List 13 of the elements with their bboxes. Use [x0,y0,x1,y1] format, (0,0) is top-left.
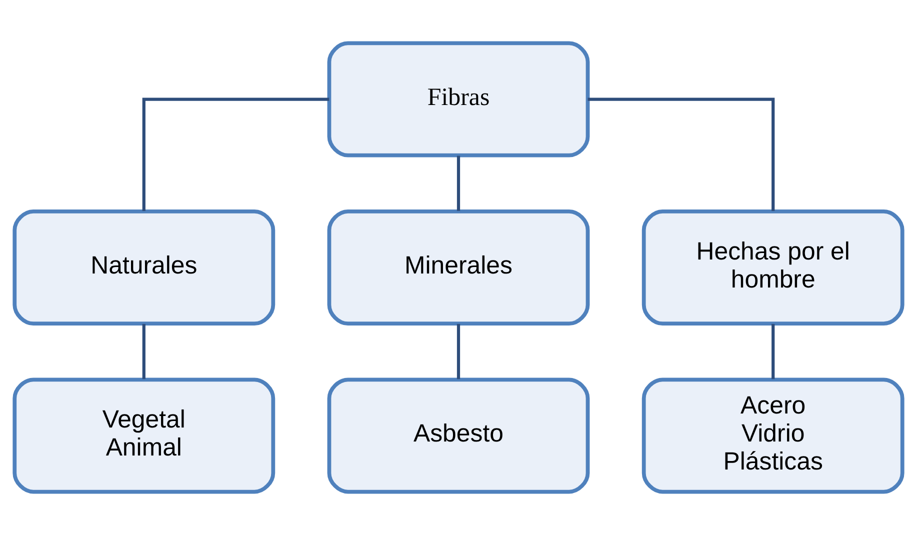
connector [142,98,330,212]
node-box: Hechas por el hombre [642,209,904,326]
node-box: Minerales [327,209,590,326]
node-box: Fibras [327,41,590,158]
node-box: Asbesto [327,378,590,494]
connector [772,324,775,380]
connector [456,324,460,380]
node-box: Acero Vidrio Plásticas [642,378,904,494]
connector [456,156,460,211]
node-box: Vegetal Animal [12,378,276,494]
node-box: Naturales [12,209,276,326]
connector [588,98,775,212]
connector [142,324,146,380]
